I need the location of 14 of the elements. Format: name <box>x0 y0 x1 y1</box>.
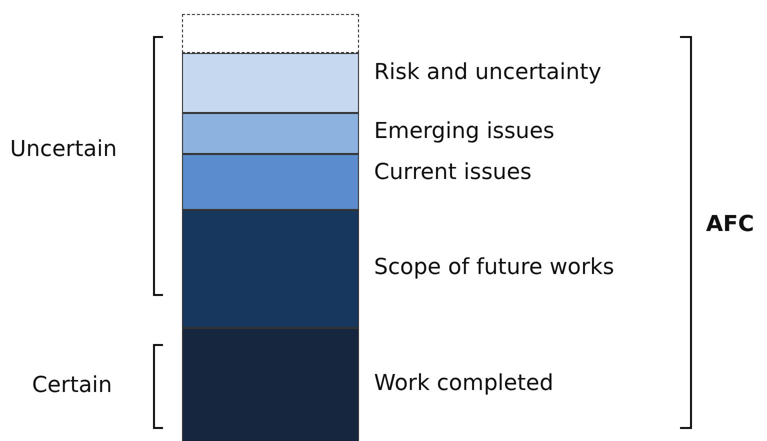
bracket-label: Certain <box>32 373 112 399</box>
segment-label: Risk and uncertainty <box>374 60 602 86</box>
empty-segment <box>182 14 359 53</box>
bar-segment <box>182 210 359 328</box>
bracket-label: Uncertain <box>10 137 117 163</box>
segment-label: Scope of future works <box>374 255 614 281</box>
bar-segment <box>182 53 359 113</box>
segment-label: Emerging issues <box>374 119 554 145</box>
bar-segment <box>182 154 359 210</box>
bracket-label: AFC <box>706 212 754 238</box>
segment-label: Current issues <box>374 160 532 186</box>
segment-label: Work completed <box>374 371 554 397</box>
bar-segment <box>182 113 359 154</box>
bar-segment <box>182 328 359 441</box>
